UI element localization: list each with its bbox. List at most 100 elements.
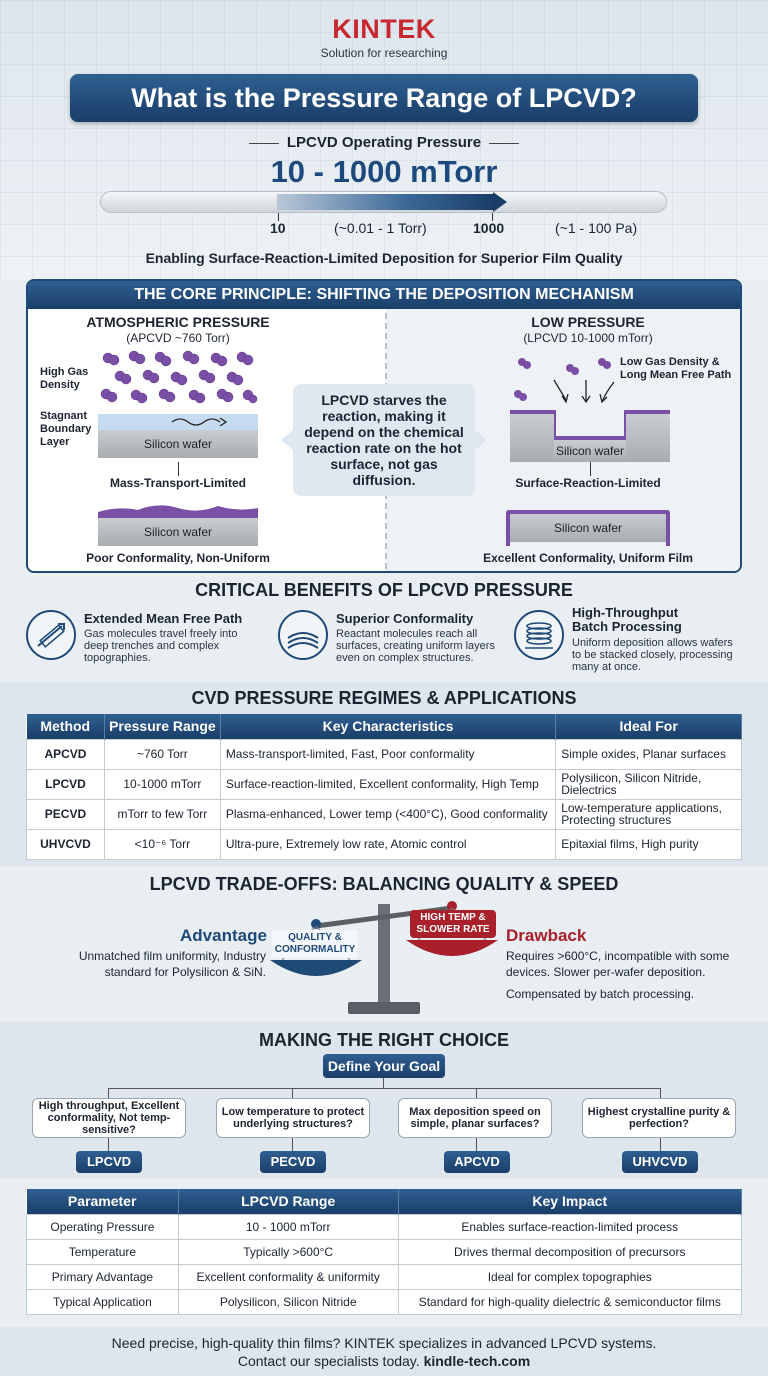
table-cell: Low-temperature applications, Protecting… — [555, 798, 742, 830]
boundary-layer-label: Stagnant Boundary Layer — [40, 410, 92, 448]
column-header: Method — [26, 714, 105, 739]
flow-line — [383, 1078, 384, 1088]
tradeoffs-heading: LPCVD TRADE-OFFS: BALANCING QUALITY & SP… — [149, 874, 619, 894]
column-header: Key Characteristics — [220, 714, 557, 739]
benefit-title: Batch Processing — [572, 619, 682, 634]
wafer-trench-left — [510, 414, 554, 462]
footer-line: Need precise, high-quality thin films? K… — [111, 1335, 657, 1351]
table-cell: PECVD — [26, 798, 105, 830]
table-row: Operating Pressure 10 - 1000 mTorr Enabl… — [26, 1213, 743, 1240]
table-row: LPCVD 10-1000 mTorr Surface-reaction-lim… — [26, 768, 742, 800]
choice-heading: MAKING THE RIGHT CHOICE — [259, 1030, 509, 1050]
conformal-trench-film — [510, 410, 670, 440]
operating-pressure-value: 10 - 1000 mTorr — [270, 154, 498, 189]
table-cell: Mass-transport-limited, Fast, Poor confo… — [219, 738, 557, 770]
choice-answer-pecvd[interactable]: PECVD — [260, 1151, 326, 1173]
sparse-gas-molecules — [514, 358, 615, 404]
table-cell: Excellent conformality & uniformity — [177, 1263, 399, 1290]
quality-pan-label: QUALITY & CONFORMALITY — [272, 930, 358, 958]
benefit-text: Gas molecules travel freely into — [84, 628, 238, 640]
brand-tagline: Solution for researching — [320, 46, 448, 60]
flow-line — [108, 1138, 109, 1151]
table-row: APCVD ~760 Torr Mass-transport-limited, … — [26, 738, 742, 770]
surface-reaction-label: Surface-Reaction-Limited — [515, 476, 661, 490]
diffusion-wave-icon — [171, 417, 228, 427]
benefit-title: High-Throughput — [572, 605, 679, 620]
table-cell: Drives thermal decomposition of precurso… — [397, 1238, 743, 1265]
title-banner: What is the Pressure Range of LPCVD? — [70, 74, 698, 122]
benefit-batch-processing: High-Throughput Batch Processing Uniform… — [514, 604, 754, 674]
footer-line: Contact our specialists today. kindle-te… — [0, 1352, 768, 1370]
footer-link[interactable]: kindle-tech.com — [423, 1353, 531, 1369]
excellent-conformality-label: Excellent Conformality, Uniform Film — [483, 551, 693, 565]
table-cell: Primary Advantage — [26, 1263, 179, 1290]
advantage-title: Advantage — [180, 926, 267, 945]
benefit-text: Uniform deposition allows wafers — [572, 637, 733, 649]
benefit-text: Reactant molecules reach all — [336, 628, 478, 640]
choice-question: Highest crystalline purity & perfection? — [582, 1098, 736, 1138]
benefits-heading: CRITICAL BENEFITS OF LPCVD PRESSURE — [195, 580, 573, 600]
define-goal-button[interactable]: Define Your Goal — [323, 1054, 445, 1078]
benefit-mean-free-path: Extended Mean Free Path Gas molecules tr… — [26, 608, 256, 678]
table-cell: APCVD — [26, 738, 105, 770]
footer: Need precise, high-quality thin films? K… — [0, 1327, 768, 1376]
page-subtitle: Enabling Surface-Reaction-Limited Deposi… — [145, 250, 623, 266]
table-cell: Ultra-pure, Extremely low rate, Atomic c… — [219, 828, 557, 860]
choice-answer-lpcvd[interactable]: LPCVD — [76, 1151, 142, 1173]
table-cell: Temperature — [26, 1238, 179, 1265]
table-cell: ~760 Torr — [103, 738, 221, 770]
wafer-stack-icon — [514, 610, 564, 660]
atmospheric-subtitle: (APCVD ~760 Torr) — [126, 331, 230, 345]
page-title: What is the Pressure Range of LPCVD? — [131, 82, 637, 113]
table-cell: Standard for high-quality dielectric & s… — [397, 1288, 743, 1315]
choice-answer-apcvd[interactable]: APCVD — [444, 1151, 510, 1173]
low-pressure-subtitle: (LPCVD 10-1000 mTorr) — [523, 331, 653, 345]
dense-gas-molecules — [100, 350, 258, 404]
low-gas-density-label: Low Gas Density & Long Mean Free Path — [620, 356, 732, 381]
flow-line — [292, 1088, 293, 1098]
high-gas-density-label: High Gas Density — [40, 366, 89, 391]
flow-line — [660, 1138, 661, 1151]
column-header: Pressure Range — [104, 714, 221, 739]
table-cell: Enables surface-reaction-limited process — [397, 1213, 743, 1240]
flow-line — [108, 1088, 660, 1089]
table-cell: Plasma-enhanced, Lower temp (<400°C), Go… — [219, 798, 557, 830]
regimes-table: Method Pressure Range Key Characteristic… — [26, 714, 742, 860]
column-header: Parameter — [26, 1189, 179, 1214]
range-start-label: 10 — [270, 220, 286, 236]
mass-transport-label: Mass-Transport-Limited — [109, 476, 247, 490]
range-end-label: 1000 — [473, 220, 505, 236]
choice-question: High throughput, Excellent conformality,… — [32, 1098, 186, 1138]
benefit-title: Extended Mean Free Path — [84, 611, 243, 626]
range-tick-start — [278, 213, 279, 221]
core-principle-callout: LPCVD starves the reaction, making it de… — [281, 384, 487, 496]
drawback-pan-label: HIGH TEMP & SLOWER RATE — [410, 910, 496, 938]
table-cell: Polysilicon, Silicon Nitride, Dielectric… — [555, 768, 742, 800]
table-cell: 10 - 1000 mTorr — [177, 1213, 399, 1240]
advantage-text: Unmatched film uniformity, Industry stan… — [78, 949, 266, 979]
choice-answer-uhvcvd[interactable]: UHVCVD — [622, 1151, 698, 1173]
table-cell: Polysilicon, Silicon Nitride — [177, 1288, 399, 1315]
parameters-table: Parameter LPCVD Range Key Impact Operati… — [26, 1189, 743, 1315]
silicon-wafer-atmospheric-bottom: Silicon wafer — [98, 518, 258, 546]
silicon-wafer-atmospheric-top: Silicon wafer — [98, 430, 258, 458]
stagnant-boundary-layer — [98, 414, 258, 430]
table-cell: Epitaxial films, High purity — [555, 828, 742, 860]
table-cell: Typically >600°C — [177, 1238, 399, 1265]
flow-line — [476, 1138, 477, 1151]
drawback-title: Drawback — [506, 926, 587, 945]
flow-line — [476, 1088, 477, 1098]
silicon-wafer-lowpressure-top: Silicon wafer — [554, 440, 626, 462]
benefit-conformality: Superior Conformality Reactant molecules… — [278, 608, 508, 678]
nonuniform-film — [98, 505, 258, 518]
table-cell: UHVCVD — [26, 828, 105, 860]
table-cell: Surface-reaction-limited, Excellent conf… — [219, 768, 557, 800]
flow-line — [178, 462, 179, 476]
table-row: Typical Application Polysilicon, Silicon… — [26, 1288, 743, 1315]
benefit-text: surfaces, creating uniform layers — [336, 640, 495, 652]
table-cell: mTorr to few Torr — [103, 798, 221, 830]
benefit-title: Superior Conformality — [336, 611, 474, 626]
ruler-arrow-icon — [26, 610, 76, 660]
pressure-range-fill — [277, 192, 507, 212]
